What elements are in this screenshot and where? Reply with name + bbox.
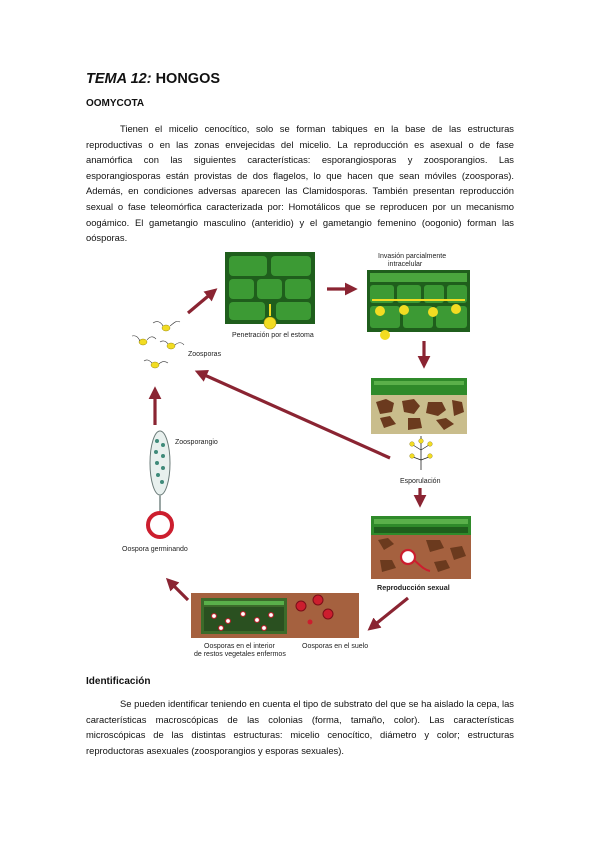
- paragraph-oomycota: Tienen el micelio cenocítico, solo se fo…: [86, 121, 514, 246]
- invasion-panel: [367, 270, 470, 340]
- label-invasion-1: Invasión parcialmente: [378, 253, 446, 260]
- arrow-sexual-to-oospores: [367, 596, 410, 631]
- title-prefix: TEMA 12:: [86, 71, 152, 87]
- page-title: TEMA 12: HONGOS: [86, 71, 220, 87]
- arrow-zoospores-to-penetration: [186, 288, 218, 315]
- label-sporulation: Esporulación: [400, 478, 441, 485]
- title-main: HONGOS: [155, 71, 221, 87]
- label-oospores-soil: Oosporas en el suelo: [302, 643, 368, 650]
- label-zoospores: Zoosporas: [188, 351, 222, 358]
- sporulation-panel: [371, 378, 467, 470]
- paragraph-identificacion-text: Se pueden identificar teniendo en cuenta…: [86, 698, 514, 756]
- label-zoosporangium: Zoosporangio: [175, 439, 218, 446]
- zoospores: [138, 324, 176, 369]
- label-penetration: Penetración por el estoma: [232, 332, 314, 339]
- germinating-oospore: [146, 430, 174, 539]
- section-heading-identificacion: Identificación: [86, 676, 151, 687]
- paragraph-identificacion: Se pueden identificar teniendo en cuenta…: [86, 696, 514, 758]
- label-germinating: Oospora germinando: [122, 546, 188, 553]
- label-invasion-2: intracelular: [388, 261, 423, 268]
- arrow-sporulation-to-zoospores: [194, 370, 391, 460]
- label-sexual: Reproducción sexual: [377, 583, 450, 592]
- penetration-panel: [225, 252, 315, 330]
- paragraph-oomycota-text: Tienen el micelio cenocítico, solo se fo…: [86, 123, 514, 244]
- label-oospores-debris-2: de restos vegetales enfermos: [194, 651, 286, 658]
- arrow-oospores-to-germinating: [165, 577, 190, 602]
- cycle-arrows: [148, 282, 431, 631]
- sexual-reproduction-panel: [371, 516, 471, 579]
- oospores-panel: [191, 593, 359, 638]
- label-oospores-debris-1: Oosporas en el interior: [204, 643, 275, 650]
- section-heading-oomycota: OOMYCOTA: [86, 98, 145, 109]
